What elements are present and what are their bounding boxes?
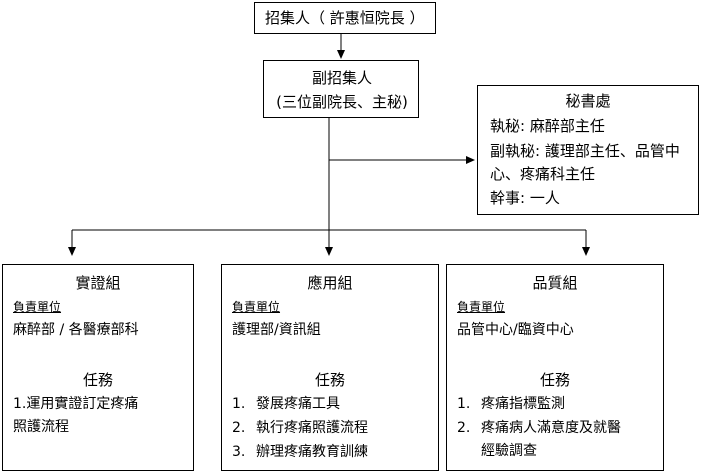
secretariat-title: 秘書處 — [565, 92, 611, 110]
deputy-box: 副招集人 (三位副院長、主秘) — [263, 60, 419, 118]
evidence-task-line1: 1.運用實證訂定疼痛 — [13, 396, 139, 412]
evidence-task-line2: 照護流程 — [13, 419, 69, 435]
application-group-title: 應用組 — [307, 274, 353, 292]
application-task-label: 任務 — [314, 371, 345, 389]
quality-task-label: 任務 — [539, 371, 570, 389]
evidence-unit: 麻醉部 / 各醫療部科 — [13, 322, 139, 338]
quality-unit: 品管中心/臨資中心 — [457, 322, 574, 338]
convener-label: 招集人（ 許惠恒院長 ） — [265, 9, 425, 27]
secretariat-vice-exec-line1: 副執秘: 護理部主任、品管中 — [490, 142, 680, 160]
secretariat-exec: 執秘: 麻醉部主任 — [490, 117, 605, 135]
application-task-3: 辦理疼痛教育訓練 — [256, 444, 368, 460]
application-unit: 護理部/資訊組 — [232, 322, 321, 338]
secretariat-officer: 幹事: 一人 — [490, 189, 560, 207]
application-task-1-num: 1. — [232, 396, 246, 412]
evidence-unit-label: 負責單位 — [13, 300, 62, 314]
quality-unit-label: 負責單位 — [457, 300, 506, 314]
quality-task-2-num: 2. — [457, 420, 471, 436]
application-task-2: 執行疼痛照護流程 — [256, 420, 368, 436]
quality-task-1: 疼痛指標監測 — [481, 396, 565, 412]
application-task-3-num: 3. — [232, 444, 246, 460]
quality-task-2-cont: 經驗調查 — [481, 443, 537, 459]
evidence-group-title: 實證組 — [75, 274, 121, 292]
application-task-1: 發展疼痛工具 — [256, 396, 340, 412]
application-group-box: 應用組 負責單位 護理部/資訊組 任務 1. 發展疼痛工具 2. 執行疼痛照護流… — [221, 264, 439, 471]
convener-box: 招集人（ 許惠恒院長 ） — [254, 2, 436, 34]
quality-group-title: 品質組 — [532, 274, 578, 292]
deputy-title: 副招集人 — [311, 69, 372, 87]
evidence-group-box: 實證組 負責單位 麻醉部 / 各醫療部科 任務 1.運用實證訂定疼痛 照護流程 — [2, 264, 194, 471]
secretariat-box: 秘書處 執秘: 麻醉部主任 副執秘: 護理部主任、品管中 心、疼痛科主任 幹事:… — [477, 85, 699, 215]
secretariat-vice-exec-line2: 心、疼痛科主任 — [490, 165, 596, 183]
deputy-members: (三位副院長、主秘) — [276, 93, 408, 111]
quality-task-2: 疼痛病人滿意度及就醫 — [481, 420, 621, 436]
application-unit-label: 負責單位 — [232, 300, 281, 314]
evidence-task-label: 任務 — [82, 371, 113, 389]
quality-group-box: 品質組 負責單位 品管中心/臨資中心 任務 1. 疼痛指標監測 2. 疼痛病人滿… — [446, 264, 664, 471]
application-task-2-num: 2. — [232, 420, 246, 436]
quality-task-1-num: 1. — [457, 396, 471, 412]
